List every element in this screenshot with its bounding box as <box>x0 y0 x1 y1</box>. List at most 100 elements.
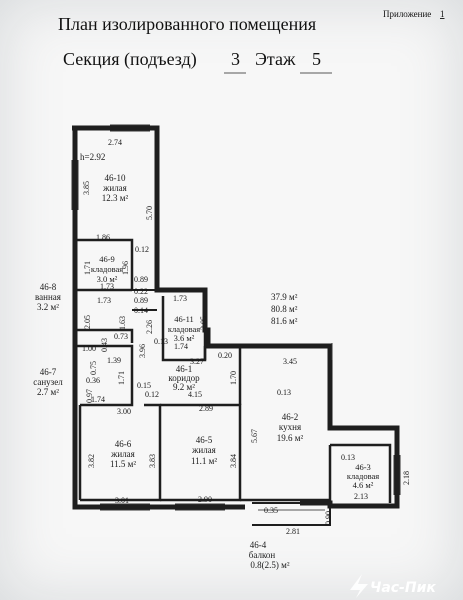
svg-text:3.2 м²: 3.2 м² <box>37 302 59 312</box>
svg-text:46-4: 46-4 <box>250 540 267 550</box>
svg-text:0.89: 0.89 <box>134 275 148 284</box>
room-46-7: 46-7 санузел 2.7 м² <box>33 367 63 397</box>
svg-text:0.8(2.5) м²: 0.8(2.5) м² <box>250 560 289 570</box>
room-46-4: 46-4 балкон 0.8(2.5) м² <box>249 540 290 570</box>
appendix-number: 1 <box>440 9 445 19</box>
svg-text:46-8: 46-8 <box>40 282 57 292</box>
svg-text:0.75: 0.75 <box>89 361 98 375</box>
svg-text:3.00: 3.00 <box>117 407 131 416</box>
svg-text:1.74: 1.74 <box>174 342 188 351</box>
svg-text:1.71: 1.71 <box>83 261 92 275</box>
balcony <box>252 502 331 526</box>
svg-text:0.13: 0.13 <box>277 388 291 397</box>
svg-text:3.84: 3.84 <box>229 454 238 468</box>
svg-text:3.27: 3.27 <box>190 357 204 366</box>
svg-text:коридор: коридор <box>168 373 200 383</box>
svg-text:2.18: 2.18 <box>402 471 411 485</box>
svg-text:3.0 м²: 3.0 м² <box>97 274 118 284</box>
svg-text:1.96: 1.96 <box>121 261 130 275</box>
svg-text:2.05: 2.05 <box>83 315 92 329</box>
room-46-3: 46-3 кладовая 4.6 м² <box>347 462 379 490</box>
svg-text:2.7 м²: 2.7 м² <box>37 387 59 397</box>
svg-text:0.73: 0.73 <box>114 332 128 341</box>
svg-text:0.90: 0.90 <box>324 511 333 525</box>
svg-text:46-11: 46-11 <box>174 314 194 324</box>
svg-text:1.71: 1.71 <box>117 371 126 385</box>
room-46-11: 46-11 кладовая 3.6 м² <box>168 314 200 343</box>
svg-text:0.22: 0.22 <box>134 287 148 296</box>
svg-text:3.01: 3.01 <box>115 496 129 505</box>
svg-text:1.74: 1.74 <box>91 395 105 404</box>
svg-text:1.63: 1.63 <box>118 316 127 330</box>
svg-text:11.1 м²: 11.1 м² <box>191 456 217 466</box>
svg-text:балкон: балкон <box>249 550 276 560</box>
floor-label: Этаж <box>255 49 296 69</box>
room-46-10: 46-10 жилая 12.3 м² <box>102 173 129 203</box>
floor-value: 5 <box>312 49 321 69</box>
svg-text:4.6 м²: 4.6 м² <box>353 480 374 490</box>
svg-text:46-9: 46-9 <box>99 254 115 264</box>
svg-text:1.00: 1.00 <box>82 344 96 353</box>
svg-text:0.35: 0.35 <box>264 506 278 515</box>
svg-text:46-3: 46-3 <box>355 462 371 472</box>
svg-text:3.6 м²: 3.6 м² <box>174 333 195 343</box>
svg-text:жилая: жилая <box>102 183 127 193</box>
page-title: План изолированного помещения <box>58 14 316 34</box>
svg-text:3.96: 3.96 <box>138 344 147 358</box>
svg-text:2.81: 2.81 <box>286 527 300 536</box>
svg-text:46-10: 46-10 <box>105 173 126 183</box>
svg-text:0.36: 0.36 <box>86 376 100 385</box>
svg-text:1.86: 1.86 <box>96 233 110 242</box>
svg-text:80.8 м²: 80.8 м² <box>271 304 298 314</box>
svg-text:кладовая: кладовая <box>168 324 200 334</box>
svg-text:3.85: 3.85 <box>82 181 91 195</box>
room-46-1: 46-1 коридор 9.2 м² <box>168 364 200 392</box>
svg-text:кладовая: кладовая <box>347 471 379 481</box>
svg-text:12.3 м²: 12.3 м² <box>102 193 129 203</box>
svg-text:1.73: 1.73 <box>173 294 187 303</box>
svg-text:4.15: 4.15 <box>188 390 202 399</box>
svg-text:2.89: 2.89 <box>199 404 213 413</box>
svg-text:0.12: 0.12 <box>145 390 159 399</box>
walls <box>72 125 400 510</box>
svg-text:3.45: 3.45 <box>283 357 297 366</box>
section-label: Секция (подъезд) <box>63 49 197 70</box>
svg-text:46-5: 46-5 <box>196 435 213 445</box>
svg-text:46-7: 46-7 <box>40 367 57 377</box>
svg-text:2.90: 2.90 <box>198 495 212 504</box>
svg-text:81.6 м²: 81.6 м² <box>271 316 298 326</box>
svg-text:5.70: 5.70 <box>145 206 154 220</box>
svg-text:0.15: 0.15 <box>137 381 151 390</box>
appendix-label: Приложение <box>383 9 431 19</box>
svg-text:11.5 м²: 11.5 м² <box>110 459 136 469</box>
svg-text:2.05: 2.05 <box>199 316 208 330</box>
svg-text:46-2: 46-2 <box>282 412 299 422</box>
svg-text:2.74: 2.74 <box>108 138 122 147</box>
svg-text:3.83: 3.83 <box>148 454 157 468</box>
svg-text:46-1: 46-1 <box>176 364 193 374</box>
svg-text:санузел: санузел <box>33 377 63 387</box>
watermark: Час-Пик <box>350 574 436 598</box>
ceiling-height: h=2.92 <box>80 152 105 162</box>
svg-text:1.73: 1.73 <box>100 282 114 291</box>
svg-text:46-6: 46-6 <box>115 439 132 449</box>
svg-text:1.70: 1.70 <box>229 371 238 385</box>
svg-text:1.39: 1.39 <box>107 356 121 365</box>
svg-text:37.9 м²: 37.9 м² <box>271 292 298 302</box>
svg-text:0.97: 0.97 <box>85 389 94 403</box>
svg-text:5.67: 5.67 <box>250 429 259 443</box>
section-value: 3 <box>231 49 240 69</box>
room-46-6: 46-6 жилая 11.5 м² <box>110 439 136 469</box>
svg-text:0.12: 0.12 <box>135 245 149 254</box>
svg-text:ванная: ванная <box>35 292 61 302</box>
windows <box>71 124 401 511</box>
svg-text:жилая: жилая <box>110 449 135 459</box>
svg-text:кладовая: кладовая <box>91 264 123 274</box>
svg-text:2.13: 2.13 <box>354 492 368 501</box>
dimension-labels: 2.74 3.85 5.70 1.86 0.12 1.71 1.96 0.89 … <box>82 138 411 536</box>
svg-text:3.82: 3.82 <box>87 454 96 468</box>
svg-text:Час-Пик: Час-Пик <box>370 580 436 596</box>
svg-text:0.14: 0.14 <box>134 306 148 315</box>
